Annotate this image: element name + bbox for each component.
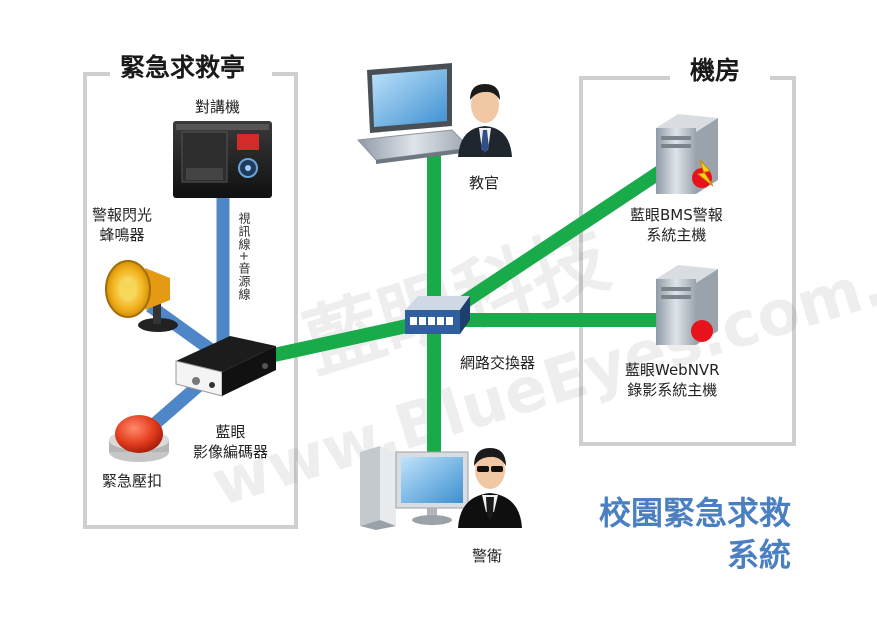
encoder-label-line1: 藍眼 [215, 423, 246, 441]
guard-avatar [458, 448, 522, 528]
instructor-label: 教官 [469, 174, 500, 192]
alarm-siren-label-line1: 警報閃光 [92, 206, 153, 224]
intercom-label: 對講機 [195, 98, 241, 116]
panic-button-label: 緊急壓扣 [102, 472, 163, 490]
alarm-siren-label-line2: 蜂鳴器 [99, 226, 145, 244]
laptop-icon [356, 63, 472, 164]
network-switch-icon [405, 296, 470, 334]
diagram-caption-line1: 校園緊急求救 [598, 494, 791, 532]
encoder-label: 藍眼 影像編碼器 [193, 422, 268, 462]
switch-label: 網路交換器 [460, 354, 536, 372]
nvr-server-label: 藍眼WebNVR 錄影系統主機 [625, 360, 720, 400]
desktop-computer-icon [360, 446, 469, 530]
guard-label: 警衛 [472, 547, 503, 565]
diagram-caption-line2: 系統 [726, 536, 791, 574]
bms-server-label-line2: 系統主機 [646, 226, 707, 244]
panic-button-icon [109, 415, 169, 462]
machine-room-frame [579, 76, 796, 446]
link-switch-bms [436, 166, 664, 324]
intercom-icon [173, 121, 272, 198]
nvr-server-icon [656, 265, 718, 345]
encoder-label-line2: 影像編碼器 [193, 443, 269, 461]
emergency-booth-title: 緊急求救亭 [110, 53, 256, 83]
bms-server-label-line1: 藍眼BMS警報 [630, 206, 723, 224]
machine-room-title: 機房 [680, 56, 751, 86]
cable-label: 視訊線+音源線 [237, 212, 251, 302]
bms-server-icon [656, 114, 718, 194]
alarm-siren-icon [105, 260, 178, 332]
bms-server-label: 藍眼BMS警報 系統主機 [630, 205, 723, 245]
emergency-booth-frame [83, 72, 298, 529]
encoder-icon [175, 336, 276, 397]
diagram-caption: 校園緊急求救 系統 [599, 492, 791, 576]
alarm-siren-label: 警報閃光 蜂鳴器 [92, 205, 152, 245]
instructor-avatar [458, 84, 512, 157]
nvr-server-label-line1: 藍眼WebNVR [625, 361, 720, 379]
nvr-server-label-line2: 錄影系統主機 [627, 381, 718, 399]
